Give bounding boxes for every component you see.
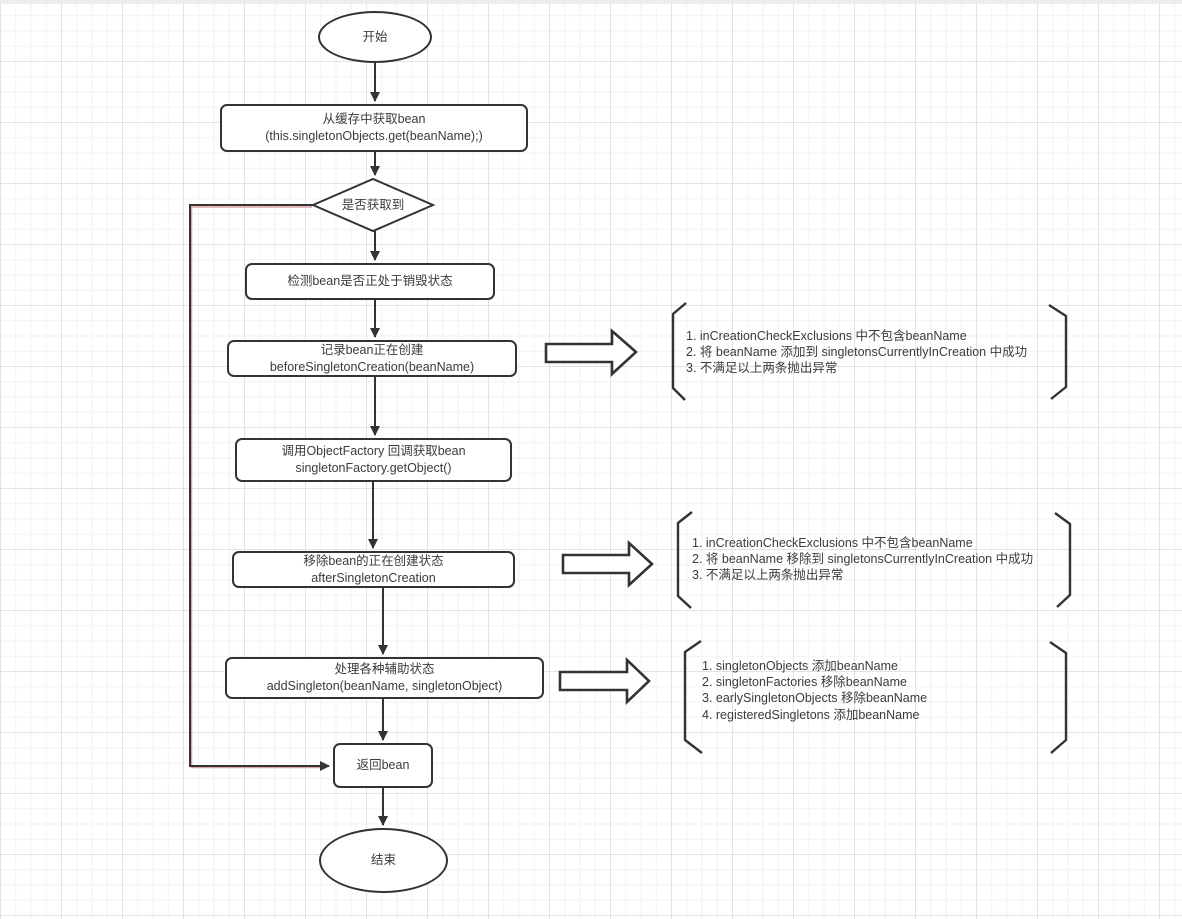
- top-edge-strip: [0, 0, 1182, 4]
- annotation-line: 3. earlySingletonObjects 移除beanName: [702, 691, 928, 706]
- decision-node-label: 是否获取到: [341, 197, 405, 212]
- annotation-line: 3. 不满足以上两条抛出异常: [692, 568, 844, 583]
- add-singleton-node[interactable]: 处理各种辅助状态 addSingleton(beanName, singleto…: [225, 657, 544, 699]
- factory-callback-line1: 调用ObjectFactory 回调获取bean: [281, 444, 466, 458]
- factory-callback-line2: singletonFactory.getObject(): [295, 461, 452, 475]
- annotation-line: 1. inCreationCheckExclusions 中不包含beanNam…: [686, 329, 967, 343]
- fetch-cache-line2: (this.singletonObjects.get(beanName);): [265, 129, 483, 143]
- left-bracket-annotation-2[interactable]: [676, 511, 693, 609]
- after-creation-line2: afterSingletonCreation: [311, 570, 436, 585]
- after-creation-node[interactable]: 移除bean的正在创建状态 afterSingletonCreation: [232, 551, 515, 588]
- fetch-cache-line1: 从缓存中获取bean: [322, 112, 426, 126]
- end-node-label: 结束: [370, 853, 396, 867]
- annotation-line: 4. registeredSingletons 添加beanName: [702, 707, 920, 722]
- return-bean-node[interactable]: 返回bean: [333, 743, 433, 788]
- start-node[interactable]: 开始: [318, 11, 432, 63]
- check-destroy-node[interactable]: 检测bean是否正处于销毁状态: [245, 263, 495, 300]
- decision-diamond-shape[interactable]: [310, 177, 436, 233]
- right-bracket-annotation-3[interactable]: [1049, 641, 1068, 754]
- start-node-label: 开始: [362, 29, 388, 44]
- left-bracket-annotation-3[interactable]: [683, 640, 703, 754]
- annotation-before-creation[interactable]: 1. inCreationCheckExclusions 中不包含beanNam…: [686, 328, 1027, 377]
- fetch-cache-node[interactable]: 从缓存中获取bean (this.singletonObjects.get(be…: [220, 104, 528, 152]
- add-singleton-line2: addSingleton(beanName, singletonObject): [266, 679, 503, 693]
- check-destroy-label: 检测bean是否正处于销毁状态: [287, 274, 453, 288]
- annotation-line: 1. singletonObjects 添加beanName: [702, 659, 898, 673]
- before-creation-node[interactable]: 记录bean正在创建 beforeSingletonCreation(beanN…: [227, 340, 517, 377]
- end-node[interactable]: 结束: [319, 828, 448, 893]
- connector-decision-return-highlight: [190, 206, 326, 769]
- before-creation-line1: 记录bean正在创建: [320, 342, 424, 357]
- decision-node-label-box[interactable]: 是否获取到: [313, 179, 433, 231]
- after-creation-line1: 移除bean的正在创建状态: [303, 553, 444, 568]
- return-bean-label: 返回bean: [356, 758, 410, 772]
- factory-callback-node[interactable]: 调用ObjectFactory 回调获取bean singletonFactor…: [235, 438, 512, 482]
- annotation-line: 2. singletonFactories 移除beanName: [702, 675, 907, 690]
- annotation-line: 1. inCreationCheckExclusions 中不包含beanNam…: [692, 536, 973, 550]
- left-bracket-annotation-1[interactable]: [671, 302, 687, 401]
- annotation-line: 2. 将 beanName 添加到 singletonsCurrentlyInC…: [686, 345, 1028, 360]
- connector-decision-to-return[interactable]: [189, 204, 330, 771]
- annotation-line: 2. 将 beanName 移除到 singletonsCurrentlyInC…: [692, 552, 1034, 567]
- right-bracket-annotation-2[interactable]: [1054, 512, 1072, 608]
- annotation-line: 3. 不满足以上两条抛出异常: [686, 361, 838, 376]
- annotation-add-singleton[interactable]: 1. singletonObjects 添加beanName 2. single…: [702, 658, 927, 723]
- right-bracket-annotation-1[interactable]: [1048, 303, 1068, 400]
- before-creation-line2: beforeSingletonCreation(beanName): [269, 359, 475, 374]
- block-arrow-icon-after-creation[interactable]: [561, 540, 654, 588]
- block-arrow-icon-before-creation[interactable]: [544, 328, 638, 377]
- annotation-after-creation[interactable]: 1. inCreationCheckExclusions 中不包含beanNam…: [692, 535, 1033, 584]
- add-singleton-line1: 处理各种辅助状态: [334, 662, 435, 676]
- block-arrow-icon-add-singleton[interactable]: [558, 656, 651, 706]
